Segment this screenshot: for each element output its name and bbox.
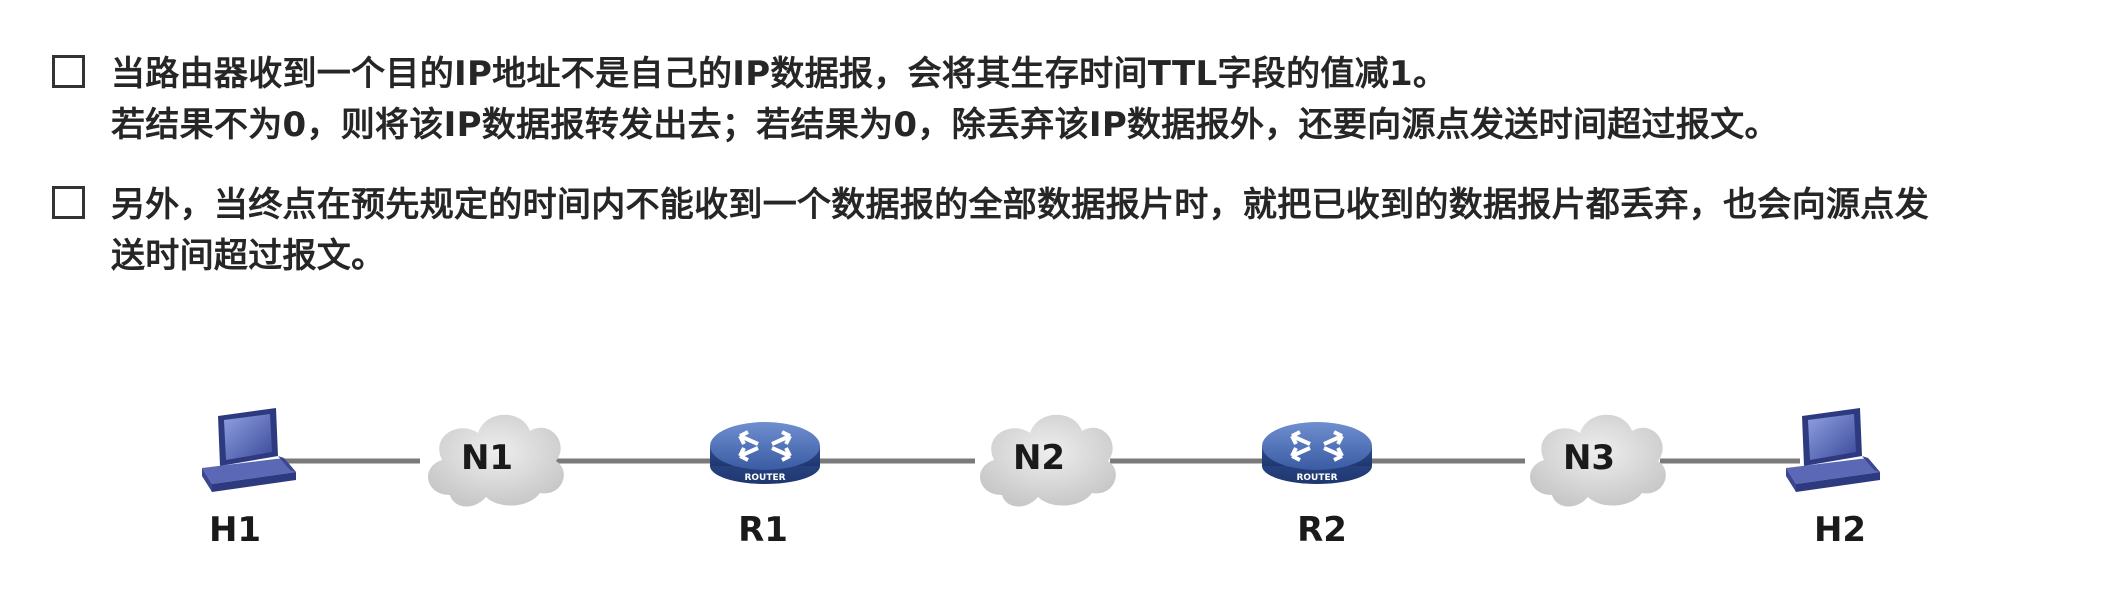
network-label-n3: N3 bbox=[1562, 438, 1616, 478]
router-badge: ROUTER bbox=[744, 473, 785, 483]
network-label-n1: N1 bbox=[460, 438, 514, 478]
host-label-h2: H2 bbox=[1813, 510, 1867, 550]
checkbox-icon bbox=[52, 55, 85, 88]
router-icon: ROUTER bbox=[1262, 422, 1372, 484]
bullet-line: 当路由器收到一个目的IP地址不是自己的IP数据报，会将其生存时间TTL字段的值减… bbox=[111, 54, 1448, 94]
bullet-text: 当路由器收到一个目的IP地址不是自己的IP数据报，会将其生存时间TTL字段的值减… bbox=[111, 49, 2091, 151]
cloud-icon bbox=[1530, 414, 1666, 507]
cloud-icon bbox=[980, 414, 1116, 507]
network-label-n2: N2 bbox=[1012, 438, 1066, 478]
host-label-h1: H1 bbox=[208, 510, 262, 550]
computer-icon bbox=[202, 408, 296, 492]
bullet-line: 送时间超过报文。 bbox=[111, 236, 386, 276]
computer-icon bbox=[1786, 408, 1880, 492]
network-topology-diagram: ROUTER ROUTER N1 N2 N3 H1 R1 R2 H2 bbox=[0, 390, 2116, 594]
router-label-r2: R2 bbox=[1297, 510, 1347, 550]
router-badge: ROUTER bbox=[1296, 473, 1337, 483]
bullet-line: 若结果不为0，则将该IP数据报转发出去；若结果为0，除丢弃该IP数据报外，还要向… bbox=[111, 105, 1779, 145]
topology-svg: ROUTER ROUTER bbox=[202, 408, 1880, 507]
cloud-icon bbox=[428, 414, 564, 507]
router-label-r1: R1 bbox=[738, 510, 788, 550]
router-icon: ROUTER bbox=[710, 422, 820, 484]
bullet-text: 另外，当终点在预先规定的时间内不能收到一个数据报的全部数据报片时，就把已收到的数… bbox=[111, 180, 2091, 282]
bullet-line: 另外，当终点在预先规定的时间内不能收到一个数据报的全部数据报片时，就把已收到的数… bbox=[111, 185, 1929, 225]
checkbox-icon bbox=[52, 186, 85, 219]
